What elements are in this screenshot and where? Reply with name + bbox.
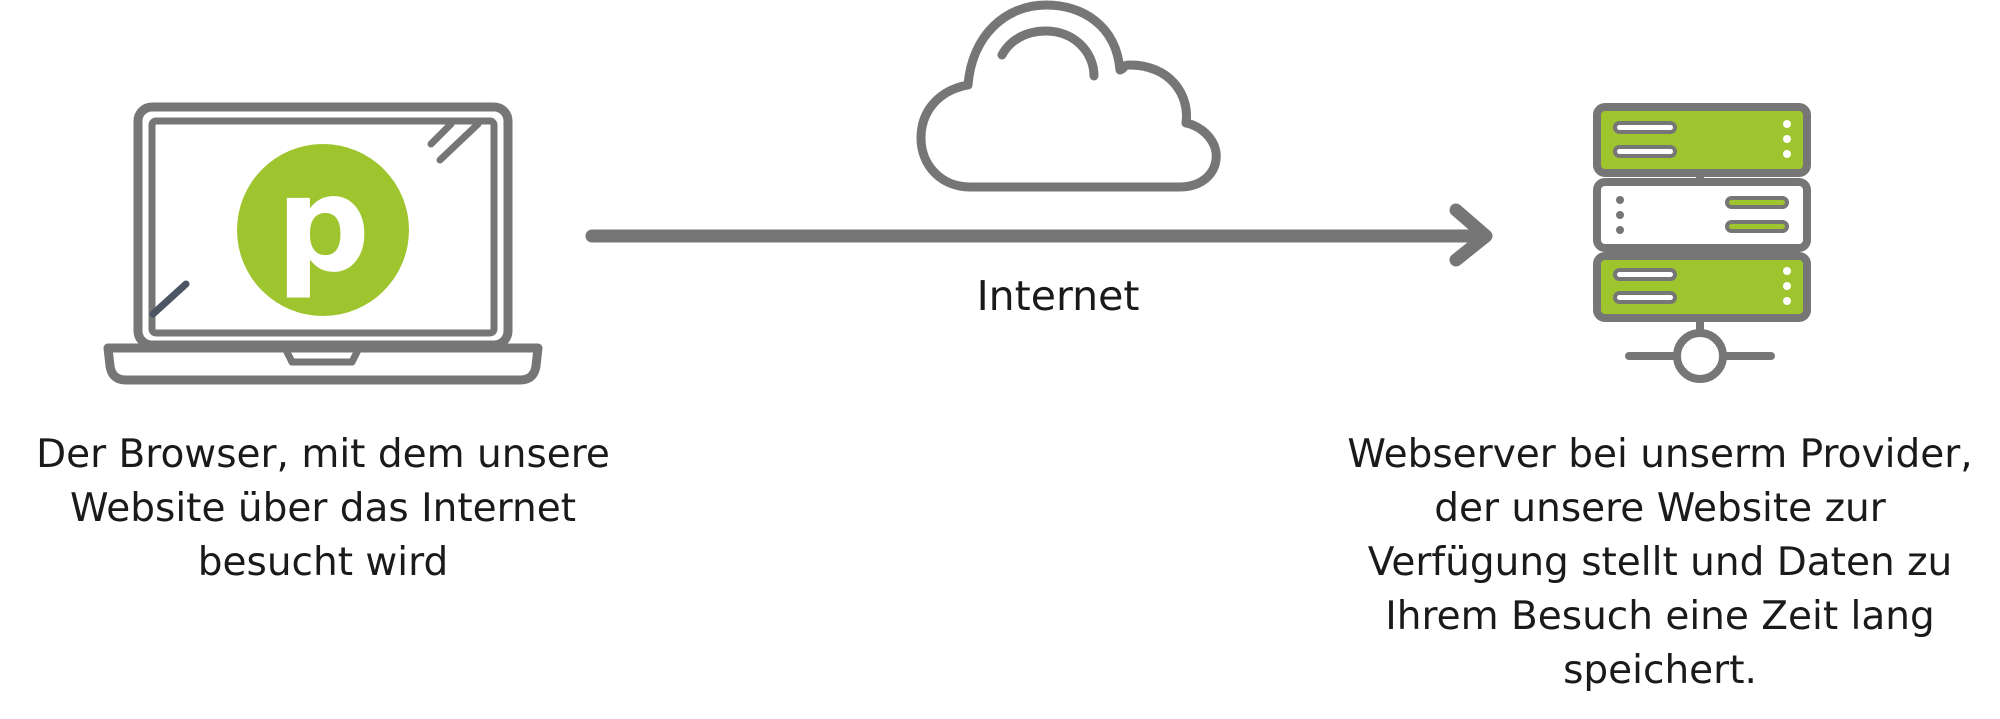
server-rack-icon: [1593, 103, 1811, 383]
server-unit-1: [1593, 103, 1811, 177]
server-caption-line: speichert.: [1563, 648, 1757, 693]
logo-circle: [237, 144, 409, 316]
logo-letter: p: [276, 148, 371, 302]
browser-caption-line: besucht wird: [197, 540, 449, 585]
server-unit-2: [1593, 178, 1811, 252]
server-caption-line: Webserver bei unserm Provider,: [1347, 432, 1973, 477]
network-node: [1673, 329, 1727, 383]
server-caption: Webserver bei unserm Provider, der unser…: [1320, 428, 2000, 698]
server-caption-line: Ihrem Besuch eine Zeit lang: [1385, 594, 1935, 639]
server-caption-line: der unsere Website zur: [1434, 486, 1886, 531]
internet-label: Internet: [976, 272, 1140, 320]
screen-glare-mark: [149, 280, 190, 318]
arrow-right-icon: [585, 203, 1493, 267]
browser-caption-line: Der Browser, mit dem unsere: [36, 432, 610, 477]
browser-caption-line: Website über das Internet: [70, 486, 576, 531]
browser-caption: Der Browser, mit dem unsere Website über…: [0, 428, 646, 590]
laptop-icon: [103, 102, 543, 385]
cloud-icon: [916, 0, 1221, 192]
server-unit-3: [1593, 252, 1811, 322]
server-caption-line: Verfügung stellt und Daten zu: [1367, 540, 1953, 585]
